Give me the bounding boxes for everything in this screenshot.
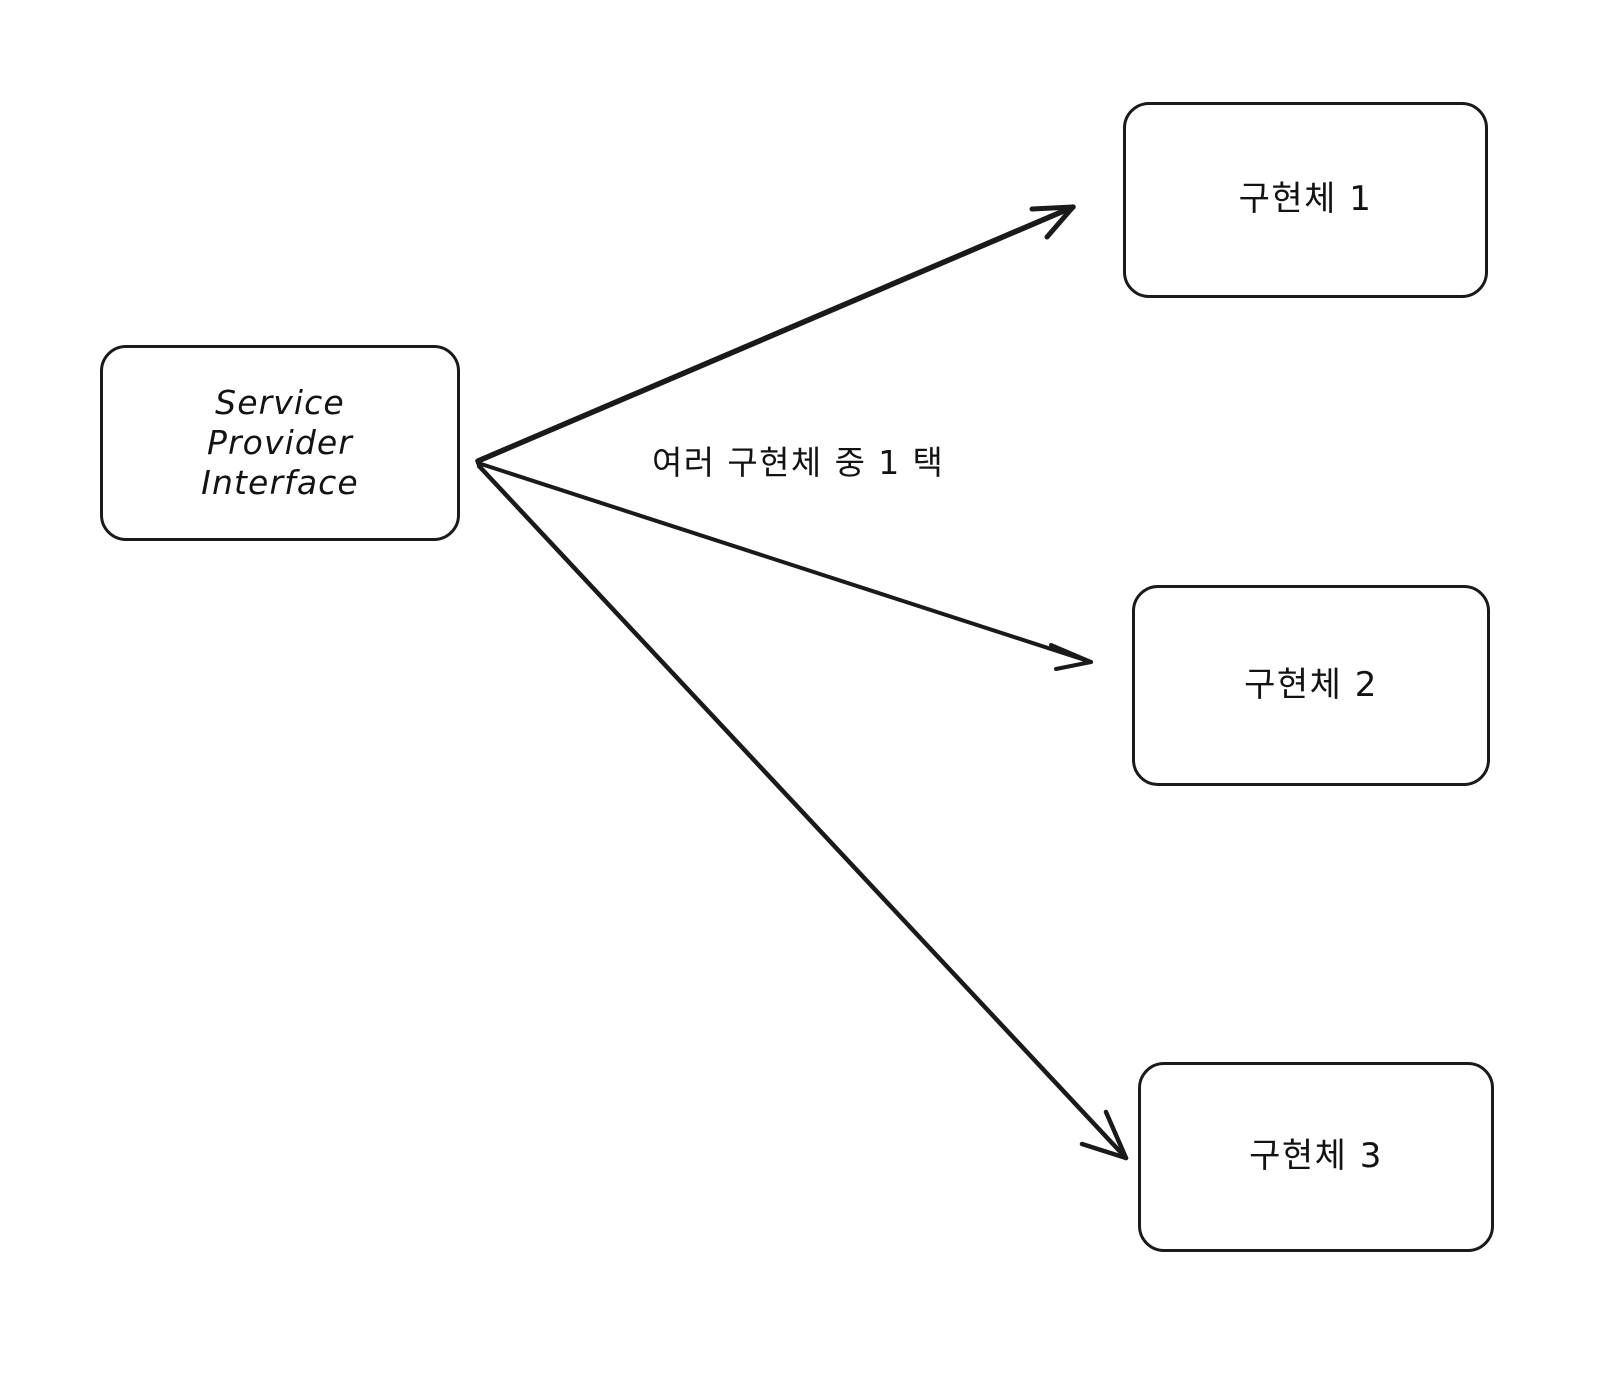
node-label-service-provider-interface: Service Provider Interface — [201, 382, 359, 503]
edge-label-choose-one: 여러 구현체 중 1 택 — [652, 443, 945, 482]
node-impl-3[interactable]: 구현체 3 — [1138, 1062, 1494, 1252]
edge-to-impl-1 — [475, 204, 1076, 464]
edge-to-impl-2 — [476, 461, 1093, 671]
node-label-impl-3: 구현체 3 — [1249, 1136, 1383, 1177]
node-service-provider-interface[interactable]: Service Provider Interface — [100, 345, 460, 541]
node-label-impl-1: 구현체 1 — [1238, 179, 1373, 220]
edge-to-impl-3 — [476, 463, 1129, 1161]
node-impl-2[interactable]: 구현체 2 — [1132, 585, 1490, 786]
node-impl-1[interactable]: 구현체 1 — [1123, 102, 1488, 298]
node-label-impl-2: 구현체 2 — [1244, 664, 1378, 705]
